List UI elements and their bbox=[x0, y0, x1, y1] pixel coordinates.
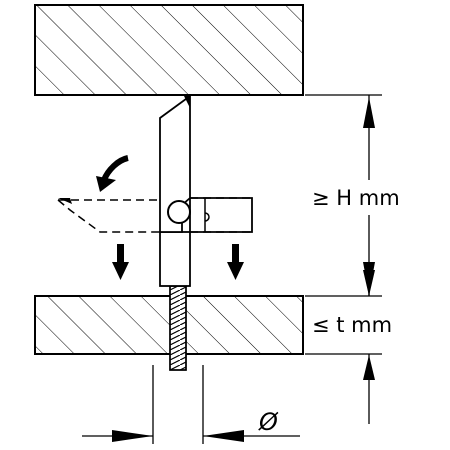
wing-tip bbox=[58, 198, 72, 204]
rotation-arrow bbox=[96, 155, 129, 192]
anchor-pivot-block bbox=[189, 197, 253, 233]
diameter-dimension bbox=[82, 365, 300, 444]
threaded-bolt bbox=[169, 285, 187, 371]
down-arrow-right bbox=[227, 244, 244, 280]
height-label: ≥ H mm bbox=[312, 186, 400, 210]
diameter-label: Ø bbox=[258, 408, 279, 436]
upper-panel bbox=[34, 4, 304, 96]
toggle-wing-folded-dashed bbox=[57, 197, 252, 233]
thickness-label: ≤ t mm bbox=[312, 313, 392, 337]
pivot-pin bbox=[167, 200, 191, 224]
thickness-dimension bbox=[305, 270, 382, 424]
anchor-sleeve bbox=[159, 231, 191, 287]
down-arrow-left bbox=[112, 244, 129, 280]
lower-panel bbox=[34, 295, 304, 355]
